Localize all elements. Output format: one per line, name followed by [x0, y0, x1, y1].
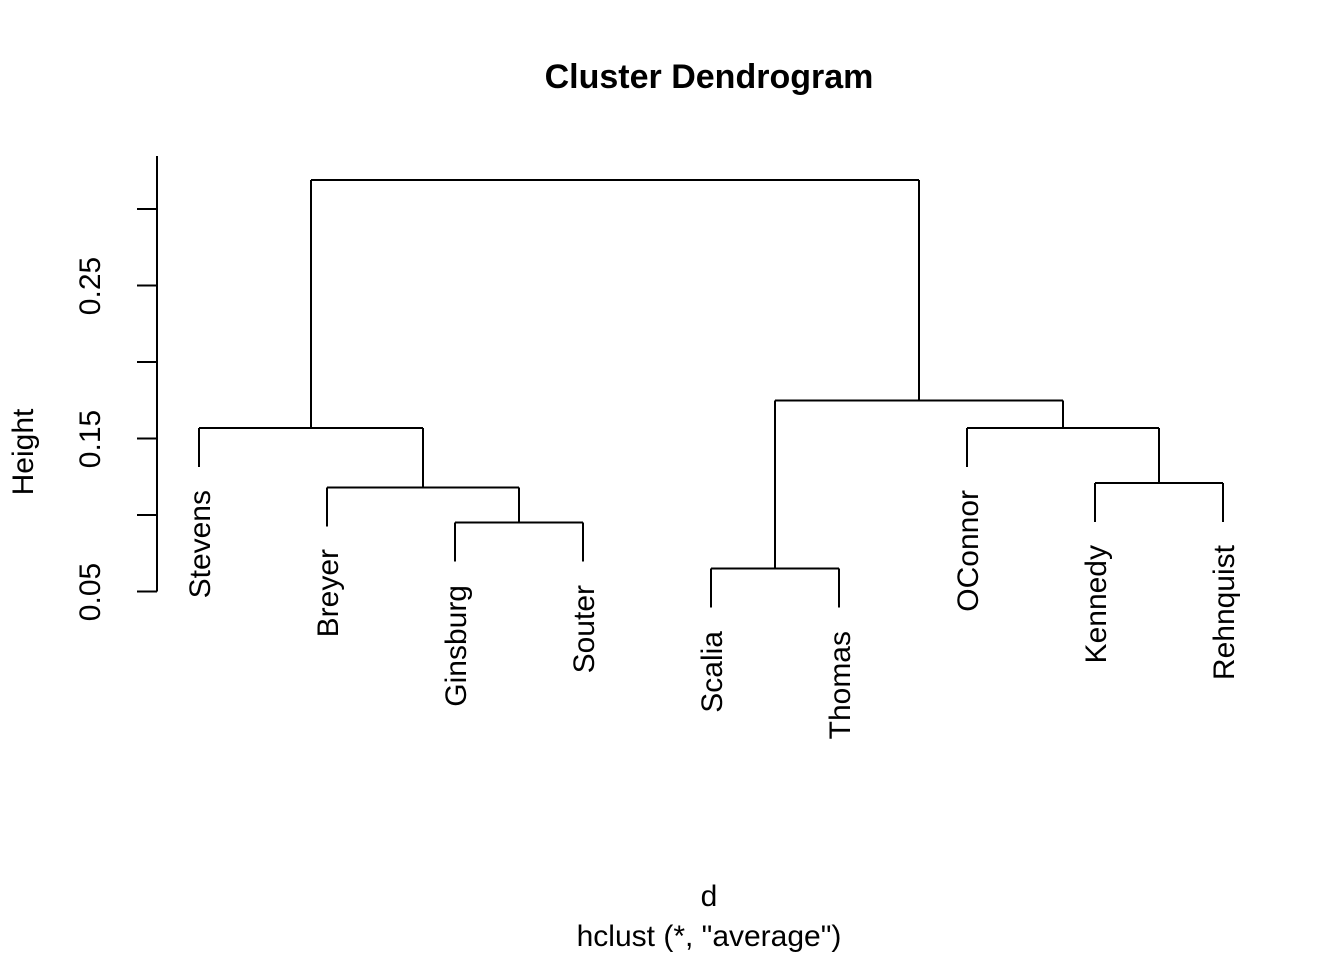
y-axis-title: Height	[7, 408, 40, 496]
leaf-label-oconnor: OConnor	[952, 489, 985, 612]
leaf-label-thomas: Thomas	[824, 630, 857, 739]
leaf-label-kennedy: Kennedy	[1080, 544, 1113, 664]
y-axis-tick-label: 0.15	[74, 409, 107, 468]
leaf-label-breyer: Breyer	[312, 549, 345, 638]
leaf-label-stevens: Stevens	[184, 489, 217, 599]
leaf-label-scalia: Scalia	[696, 630, 729, 713]
chart-title: Cluster Dendrogram	[544, 58, 874, 96]
y-axis-tick-label: 0.05	[74, 562, 107, 621]
leaf-label-ginsburg: Ginsburg	[440, 584, 473, 707]
leaf-label-souter: Souter	[568, 584, 601, 674]
x-axis-label-line1: d	[700, 880, 718, 913]
x-axis-label-line2: hclust (*, "average")	[576, 920, 842, 953]
leaf-label-rehnquist: Rehnquist	[1208, 544, 1241, 680]
y-axis-tick-label: 0.25	[74, 256, 107, 315]
